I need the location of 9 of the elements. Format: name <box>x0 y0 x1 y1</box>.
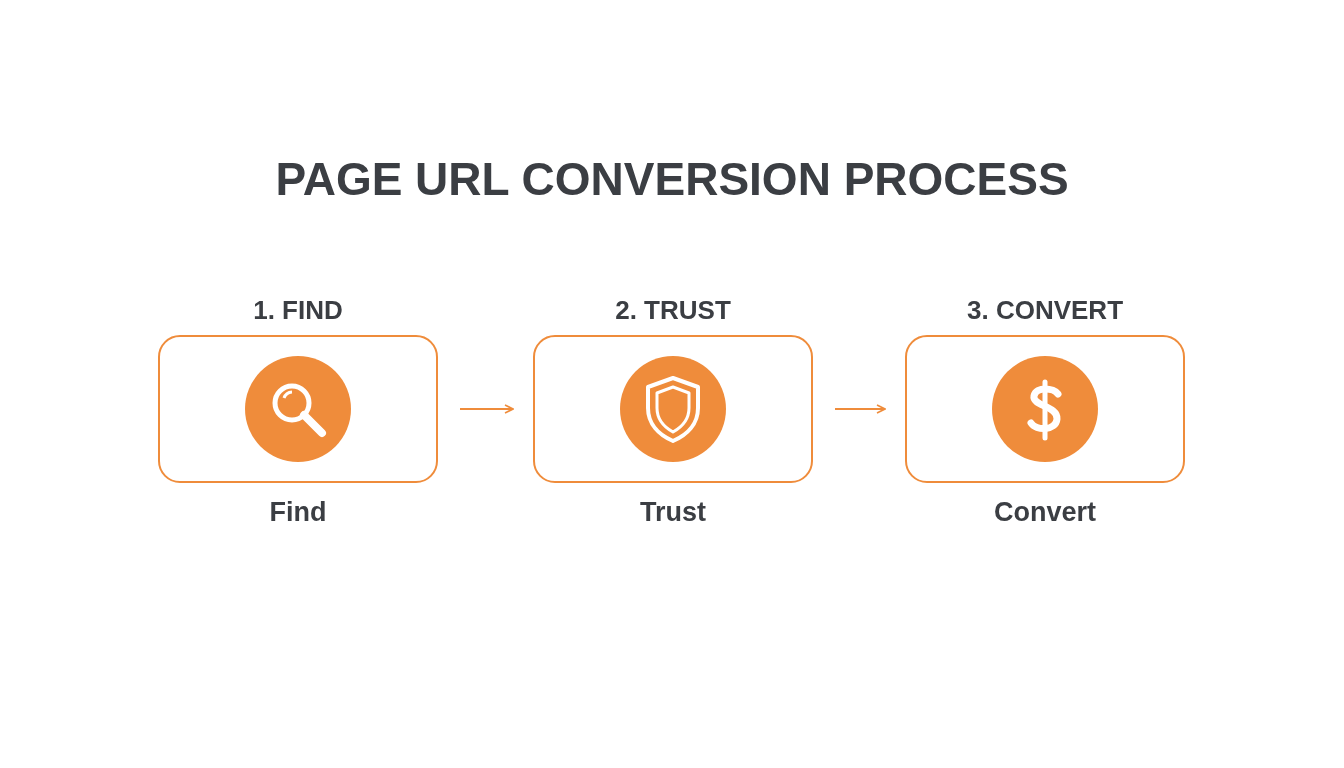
step-label: Convert <box>993 496 1097 529</box>
arrow <box>459 404 514 414</box>
step-heading: 2. TRUST <box>614 295 732 325</box>
step-label: Trust <box>639 496 707 529</box>
arrow <box>834 404 886 414</box>
step-heading: 3. CONVERT <box>966 295 1124 325</box>
diagram-title: PAGE URL CONVERSION PROCESS <box>274 152 1070 206</box>
step-label: Find <box>268 496 328 529</box>
step-heading: 1. FIND <box>252 295 344 325</box>
